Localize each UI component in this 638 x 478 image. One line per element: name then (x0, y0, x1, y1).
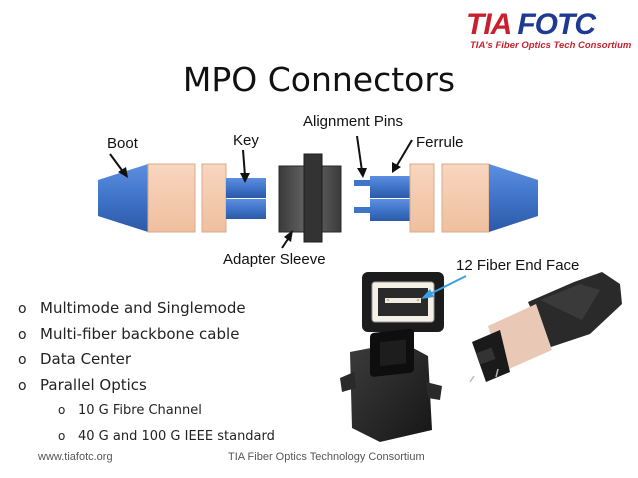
left-housing (201, 163, 227, 233)
right-connector (370, 163, 538, 233)
plug-photo (469, 272, 622, 383)
right-ferrule-bottom (370, 199, 410, 221)
label-ferrule: Ferrule (416, 134, 464, 151)
logo-tagline: TIA's Fiber Optics Tech Consortium (470, 40, 632, 51)
bullet-marker: o (18, 377, 27, 394)
label-end-face: 12 Fiber End Face (456, 257, 580, 274)
end-face-callout (421, 275, 467, 299)
footer-org: TIA Fiber Optics Technology Consortium (228, 451, 425, 463)
right-ferrule-top (370, 176, 410, 198)
bullet-text: 10 G Fibre Channel (78, 403, 202, 418)
bullet-marker: o (58, 403, 66, 417)
label-arrows (109, 135, 413, 249)
sub-bullet-item: o 40 G and 100 G IEEE standard (18, 425, 275, 451)
label-adapter-sleeve: Adapter Sleeve (223, 251, 326, 268)
left-ferrule-bottom (226, 199, 266, 219)
bullet-text: 40 G and 100 G IEEE standard (78, 428, 275, 444)
right-housing (409, 163, 435, 233)
label-key: Key (233, 132, 259, 149)
bullet-text: Data Center (40, 350, 132, 368)
end-face-photo (362, 272, 444, 332)
adapter-sleeve (278, 153, 342, 243)
logo-fotc: FOTC (517, 8, 596, 41)
alignment-pin-top (354, 180, 370, 186)
adapter-photo (340, 328, 442, 442)
bullet-item: o Multi-fiber backbone cable (18, 323, 275, 349)
bullet-text: Parallel Optics (40, 375, 147, 394)
left-body (147, 163, 196, 233)
bullet-marker: o (18, 326, 27, 343)
footer-url: www.tiafotc.org (38, 451, 113, 463)
left-ferrule-top (226, 178, 266, 198)
right-boot (489, 164, 538, 232)
bullet-marker: o (18, 352, 27, 368)
bullet-marker: o (18, 301, 27, 317)
logo-tia: TIA (466, 8, 512, 41)
left-boot (98, 164, 148, 232)
bullet-marker: o (58, 428, 66, 443)
bullet-item: o Data Center (18, 348, 275, 374)
right-body (441, 163, 490, 233)
label-alignment-pins: Alignment Pins (303, 113, 404, 130)
bullet-text: Multimode and Singlemode (40, 299, 246, 317)
bullet-item: o Parallel Optics (18, 374, 275, 400)
bullet-item: o Multimode and Singlemode (18, 297, 275, 323)
bullet-text: Multi-fiber backbone cable (40, 324, 240, 343)
left-connector (98, 163, 266, 233)
alignment-pin-bottom (354, 207, 370, 213)
sub-bullet-item: o 10 G Fibre Channel (18, 399, 275, 425)
slide-title: MPO Connectors (182, 60, 456, 99)
label-boot: Boot (107, 135, 138, 152)
